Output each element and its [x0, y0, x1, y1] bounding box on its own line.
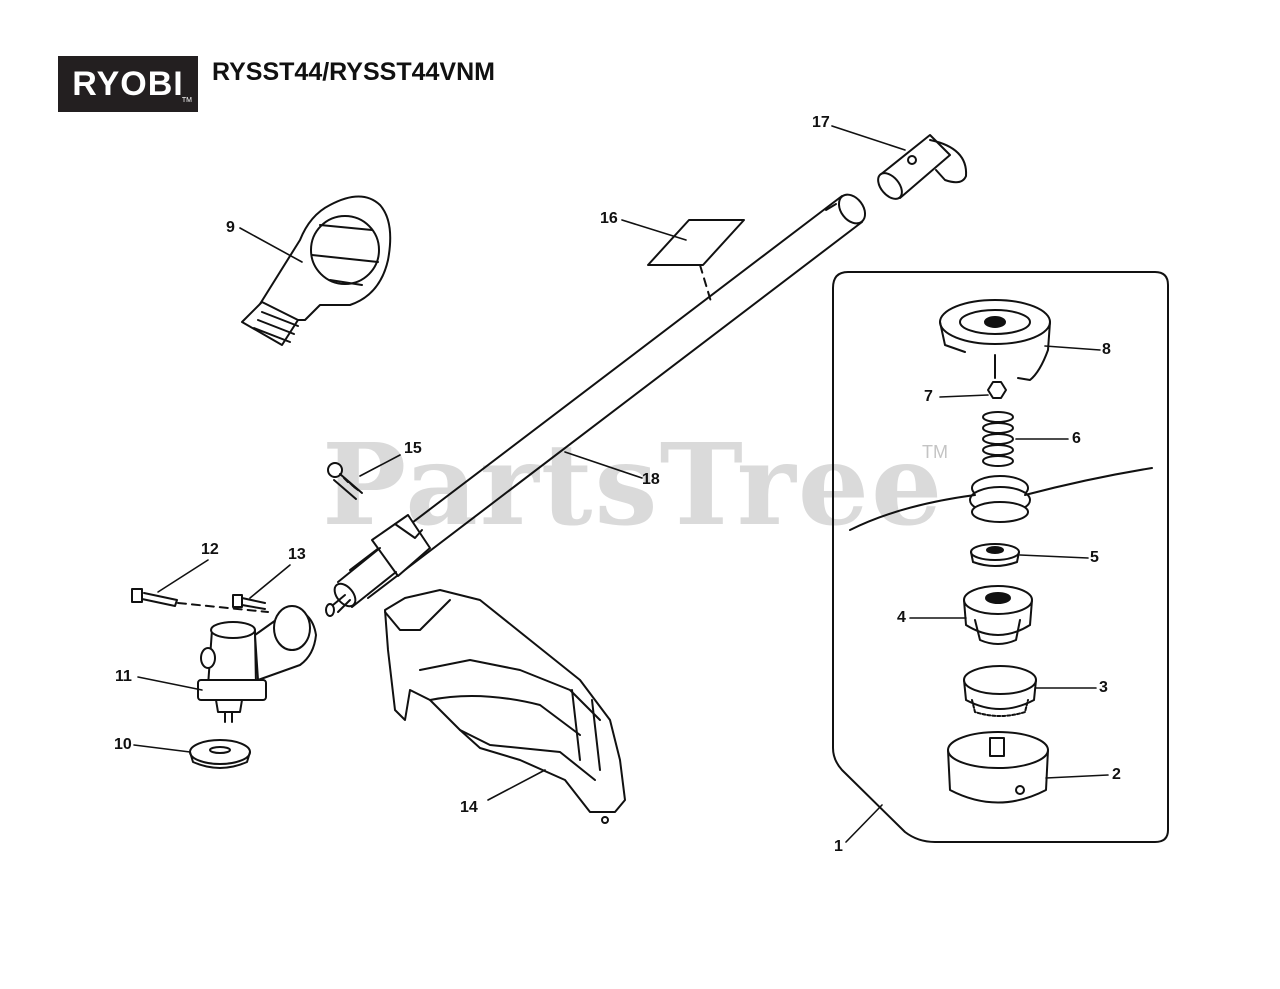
watermark-tm: TM: [922, 442, 948, 462]
logo-tm: TM: [181, 97, 192, 104]
callout-6: 6: [1072, 430, 1081, 447]
leader-lines: [133, 125, 1109, 843]
spool-assembly-frame: [832, 271, 1169, 843]
shaft-lower-end: [325, 547, 397, 617]
spool-hub-4: [963, 585, 1033, 645]
shaft-tube: [349, 193, 867, 599]
callout-14: 14: [460, 799, 478, 816]
spool-body-3: [963, 665, 1037, 717]
washer: [189, 739, 251, 769]
hex-nut: [987, 381, 1007, 399]
callout-16: 16: [600, 210, 618, 227]
callout-12: 12: [201, 541, 219, 558]
callout-1: 1: [834, 838, 843, 855]
callout-10: 10: [114, 736, 132, 753]
screw-15: [327, 462, 363, 500]
callout-2: 2: [1112, 766, 1121, 783]
shaft-label: [647, 219, 745, 266]
gear-head: [197, 605, 317, 723]
bolt-12: [131, 588, 178, 607]
debris-guard: [384, 589, 626, 824]
callout-5: 5: [1090, 549, 1099, 566]
callout-7: 7: [924, 388, 933, 405]
hanger-clip: [877, 134, 968, 200]
callout-18: 18: [642, 471, 660, 488]
spool-housing-2: [947, 731, 1049, 804]
assist-handle: [241, 195, 392, 346]
ryobi-logo: RYOBI TM: [58, 56, 198, 112]
callout-8: 8: [1102, 341, 1111, 358]
shaft-clamp: [371, 514, 431, 577]
callout-17: 17: [812, 114, 830, 131]
bolt-13: [232, 594, 266, 610]
logo-text: RYOBI: [72, 65, 184, 103]
callout-3: 3: [1099, 679, 1108, 696]
spring: [982, 411, 1014, 467]
spool-cover: [939, 299, 1051, 381]
callout-4: 4: [897, 609, 906, 626]
callout-11: 11: [115, 668, 132, 685]
trimmer-line-spool: [849, 467, 1153, 531]
model-title: RYSST44/RYSST44VNM: [212, 58, 495, 86]
watermark: PartsTree: [322, 420, 945, 551]
callout-13: 13: [288, 546, 306, 563]
retainer-5: [970, 543, 1020, 567]
callout-9: 9: [226, 219, 235, 236]
callout-15: 15: [404, 440, 422, 457]
